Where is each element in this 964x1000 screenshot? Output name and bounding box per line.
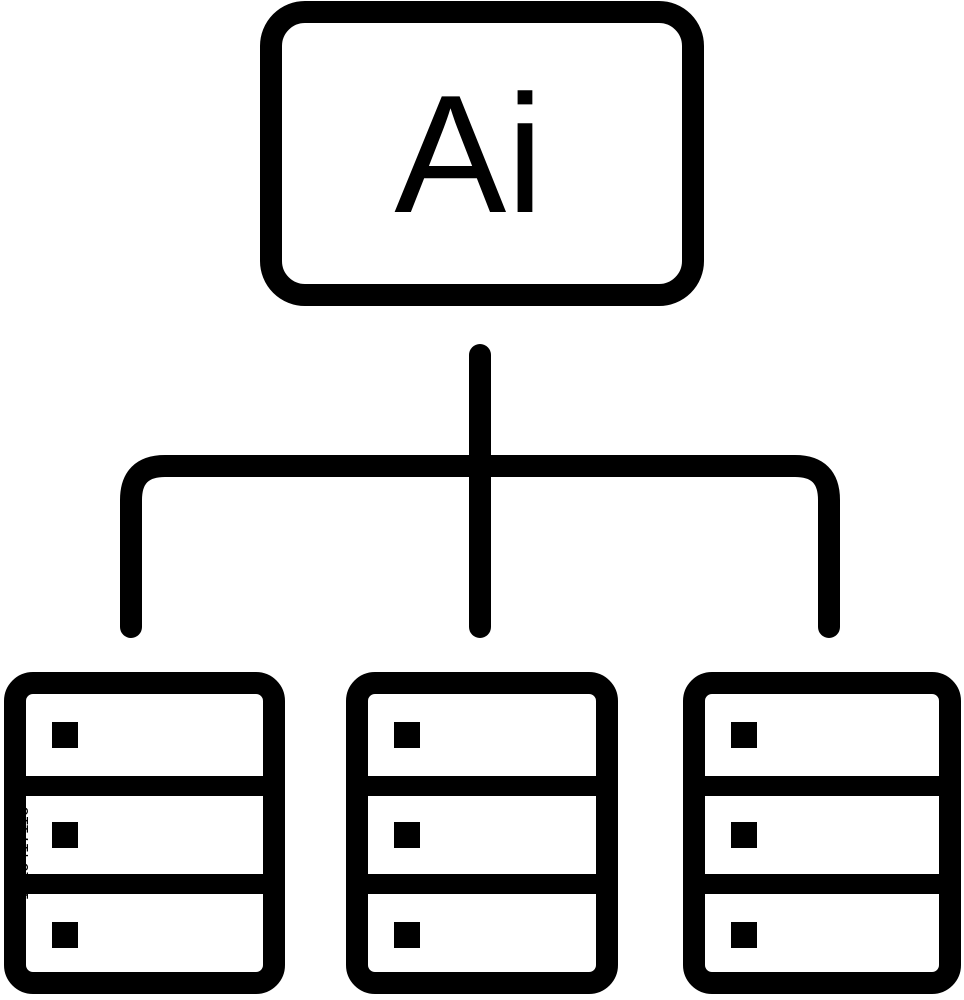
server-rack-center xyxy=(346,672,618,994)
connector-tree xyxy=(120,344,840,638)
server-rack-right xyxy=(683,672,961,994)
server-rack-left xyxy=(4,672,285,994)
ai-root-label: Ai xyxy=(394,60,543,248)
server-slot-indicator xyxy=(731,822,757,848)
server-slot-indicator xyxy=(394,922,420,948)
server-slot-indicator xyxy=(52,722,78,748)
server-slot-indicator xyxy=(394,722,420,748)
server-rack-frame xyxy=(683,672,961,994)
server-rack-frame xyxy=(4,672,285,994)
ai-root-box xyxy=(260,1,704,306)
server-racks xyxy=(4,672,961,994)
server-slot-indicator xyxy=(731,922,757,948)
watermark-id: 1519417116 xyxy=(13,807,32,900)
ai-root-node: Ai xyxy=(260,1,704,306)
server-slot-indicator xyxy=(52,922,78,948)
server-slot-indicator xyxy=(731,722,757,748)
server-slot-indicator xyxy=(394,822,420,848)
server-slot-indicator xyxy=(52,822,78,848)
server-rack-frame xyxy=(346,672,618,994)
